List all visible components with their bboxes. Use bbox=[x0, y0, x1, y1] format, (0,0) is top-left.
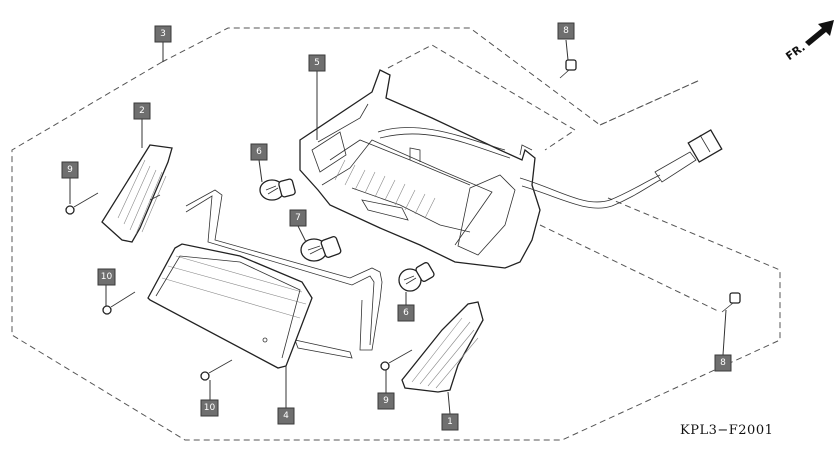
housing-part bbox=[299, 69, 723, 269]
callout-6-lower: 6 bbox=[397, 304, 415, 322]
screw-10-upper bbox=[102, 291, 136, 315]
svg-text:8: 8 bbox=[563, 26, 569, 36]
bulb-6-upper bbox=[259, 178, 296, 201]
svg-text:3: 3 bbox=[160, 29, 166, 39]
right-reflector-part bbox=[401, 301, 484, 393]
svg-text:8: 8 bbox=[720, 358, 726, 368]
callout-4: 4 bbox=[277, 407, 295, 425]
callout-6-upper: 6 bbox=[250, 143, 268, 161]
svg-text:2: 2 bbox=[139, 106, 145, 116]
svg-text:4: 4 bbox=[283, 411, 289, 421]
screw-9-left bbox=[65, 192, 99, 215]
svg-text:10: 10 bbox=[101, 272, 113, 282]
diagram-code: KPL3−F2001 bbox=[680, 423, 774, 438]
callout-2: 2 bbox=[133, 102, 151, 120]
callout-5: 5 bbox=[308, 54, 326, 72]
svg-text:9: 9 bbox=[383, 396, 389, 406]
callout-8-upper: 8 bbox=[557, 22, 575, 40]
bulb-7 bbox=[300, 236, 342, 262]
callout-8-lower: 8 bbox=[714, 354, 732, 372]
svg-text:5: 5 bbox=[314, 58, 320, 68]
svg-text:6: 6 bbox=[403, 308, 409, 318]
screw-10-lower bbox=[200, 359, 233, 381]
assembly-boundary bbox=[11, 61, 781, 441]
screw-8-lower bbox=[721, 292, 741, 313]
gasket-part bbox=[147, 189, 383, 369]
screw-9-right bbox=[380, 349, 413, 371]
callout-1: 1 bbox=[441, 413, 459, 431]
front-direction-indicator: FR. bbox=[783, 20, 834, 63]
svg-text:7: 7 bbox=[295, 213, 301, 223]
callout-10-upper: 10 bbox=[97, 268, 116, 286]
assembly-boundary-top bbox=[161, 27, 701, 126]
svg-text:10: 10 bbox=[204, 403, 216, 413]
svg-text:9: 9 bbox=[67, 165, 73, 175]
callout-7: 7 bbox=[289, 209, 307, 227]
callout-10-lower: 10 bbox=[200, 399, 219, 417]
callout-9-left: 9 bbox=[61, 161, 79, 179]
front-label: FR. bbox=[783, 41, 807, 63]
bulb-6-lower bbox=[398, 262, 435, 292]
callout-9-right: 9 bbox=[377, 392, 395, 410]
left-reflector-part bbox=[101, 144, 173, 243]
housing-boundary bbox=[387, 44, 576, 151]
svg-text:6: 6 bbox=[256, 147, 262, 157]
svg-text:1: 1 bbox=[447, 417, 453, 427]
screw-8-upper bbox=[559, 59, 577, 79]
callout-3: 3 bbox=[154, 25, 172, 43]
